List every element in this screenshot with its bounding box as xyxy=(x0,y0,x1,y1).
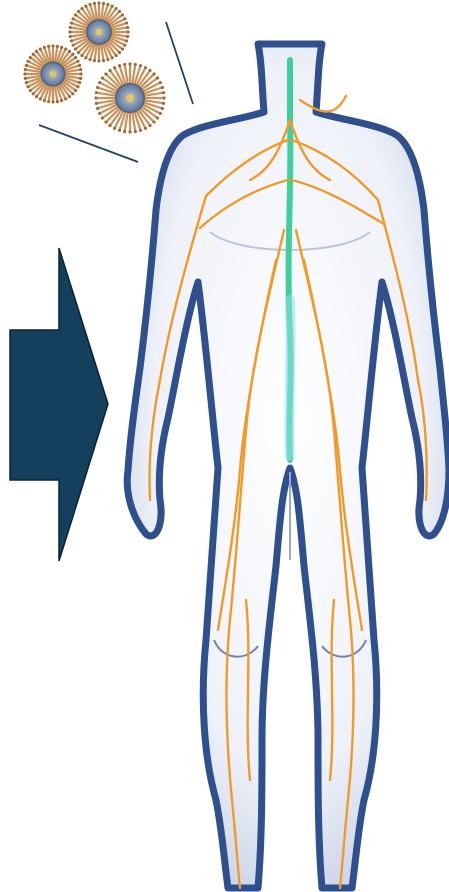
particle-2-icon xyxy=(23,44,82,103)
nanoparticle-cluster xyxy=(23,1,165,133)
leader-line-left xyxy=(39,125,138,162)
particle-3-icon xyxy=(94,62,165,133)
human-figure xyxy=(127,44,449,888)
particle-1-icon xyxy=(68,1,129,62)
right-arrow-icon xyxy=(10,248,108,561)
spinal-cord-highlight xyxy=(289,300,290,456)
leader-line-top xyxy=(166,22,193,104)
